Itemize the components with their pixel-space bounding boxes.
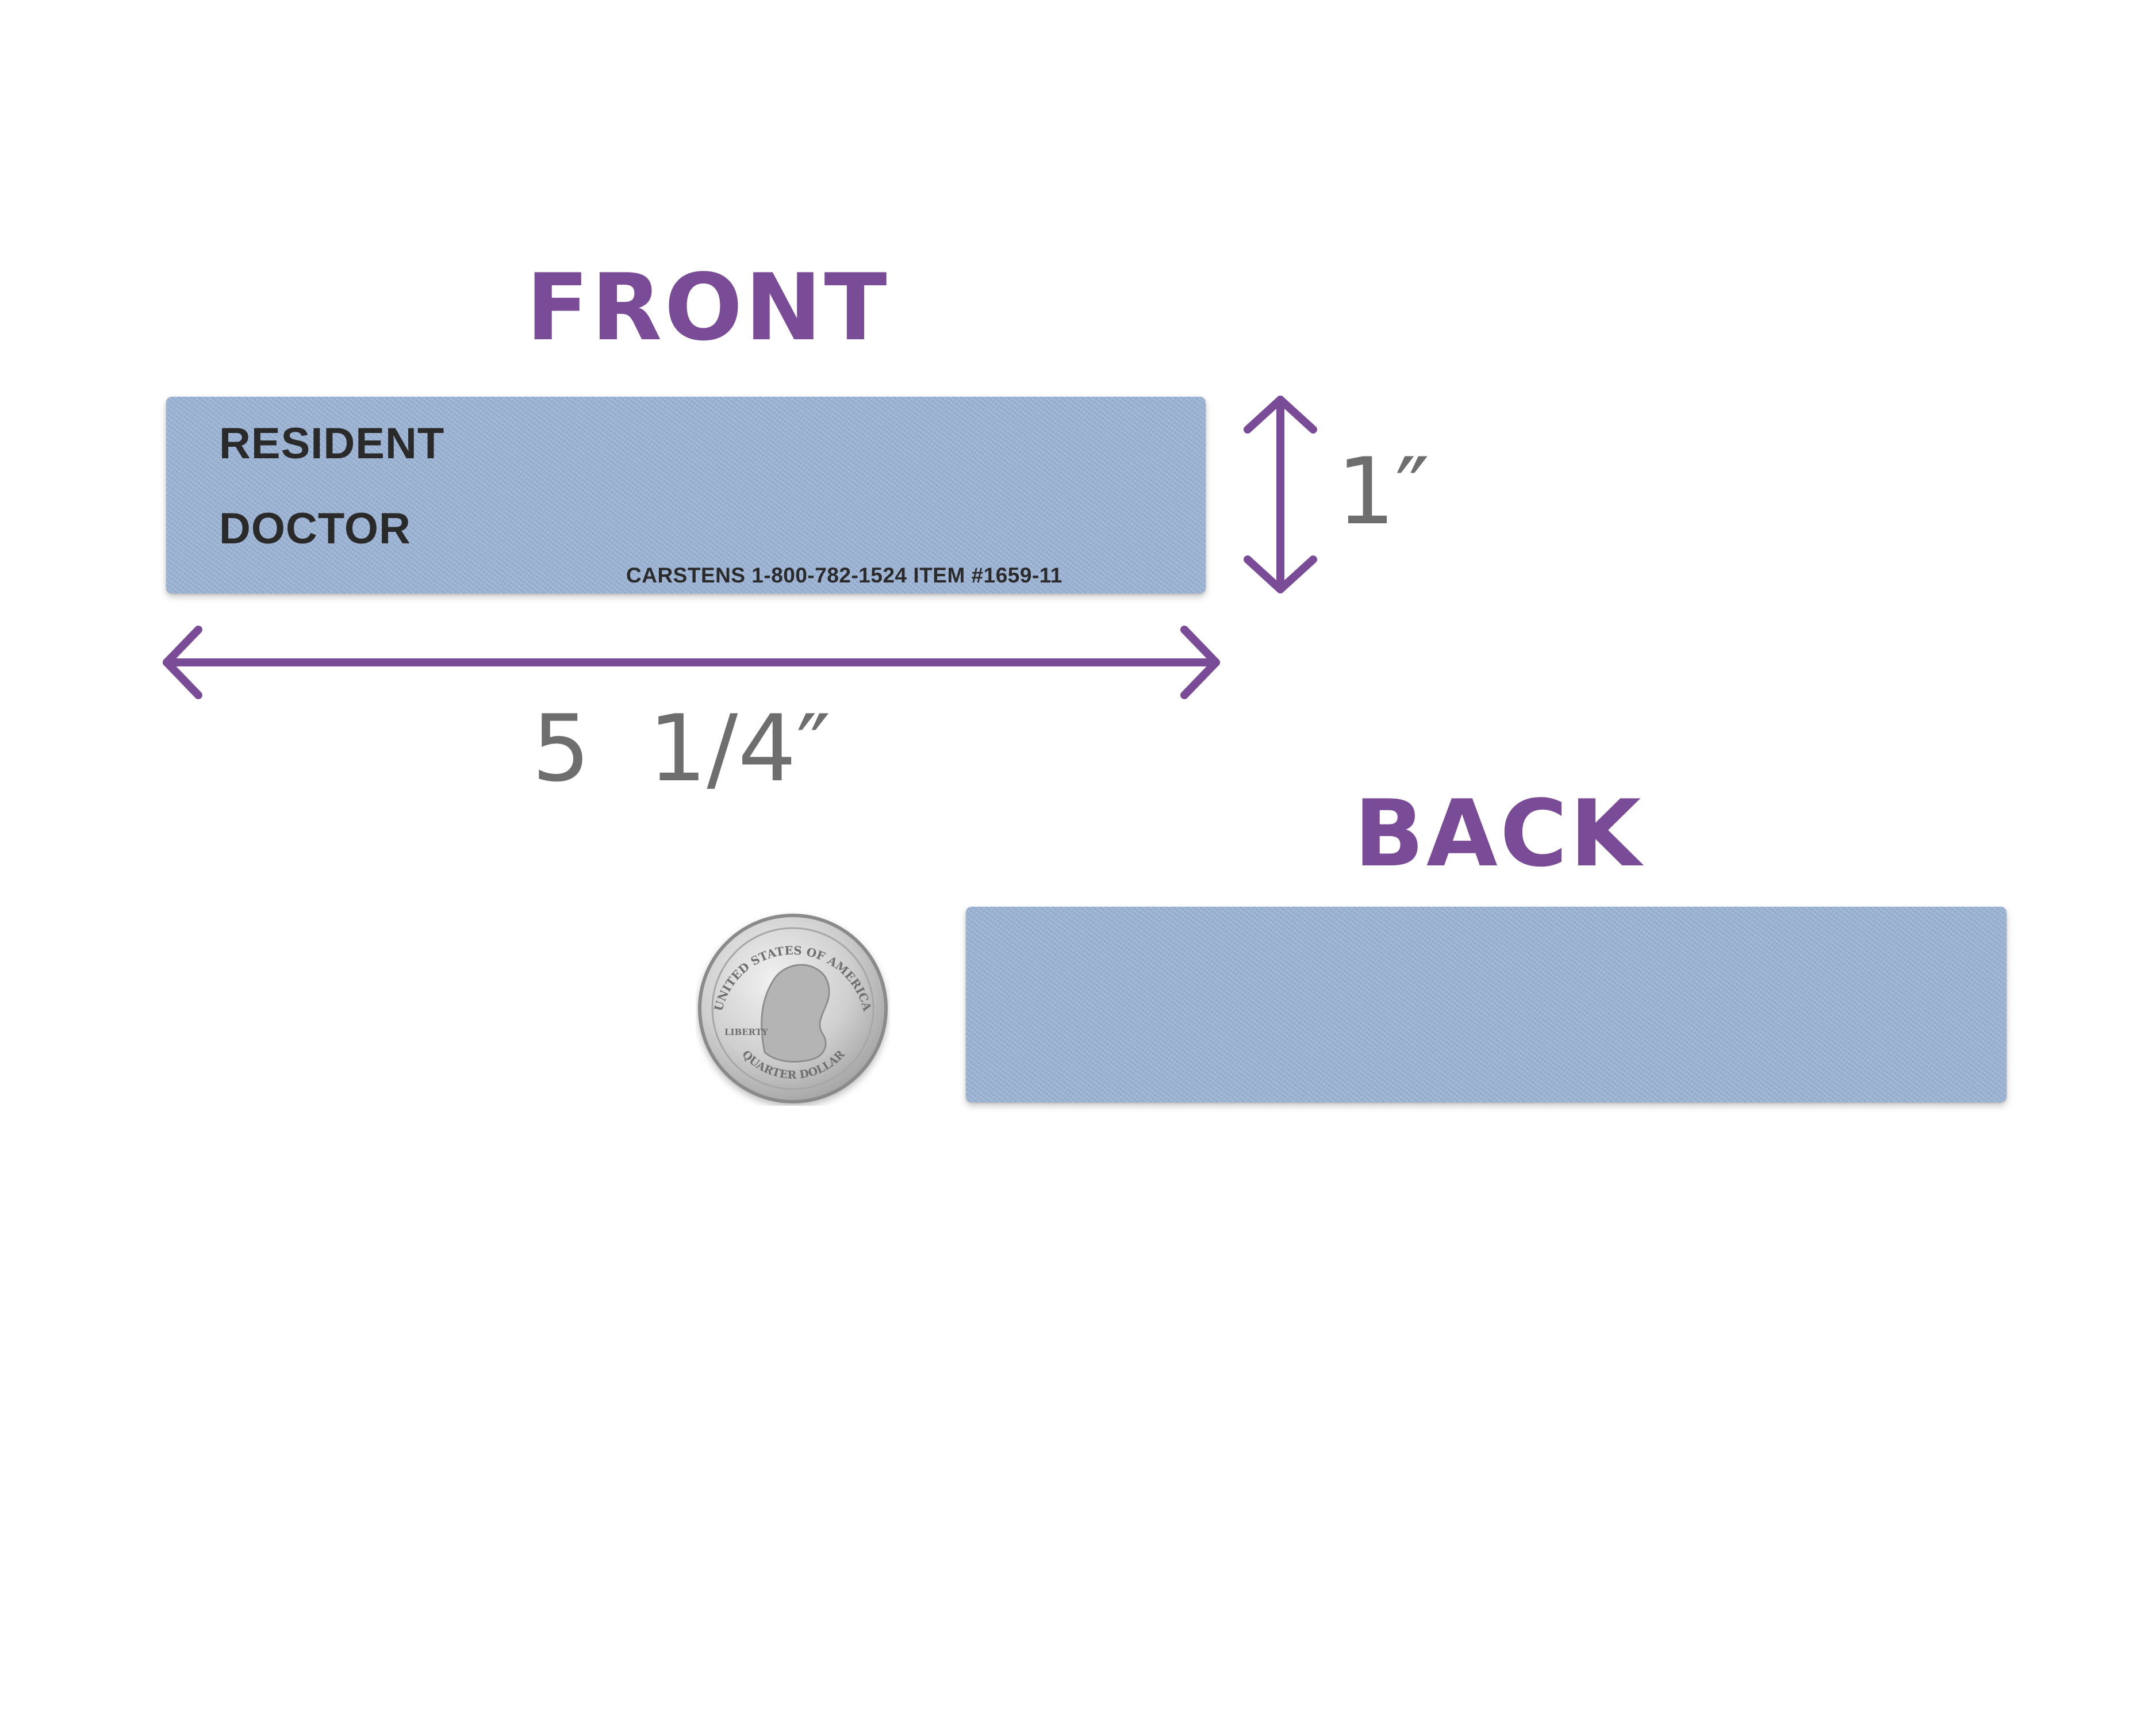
front-heading: FRONT bbox=[526, 254, 889, 361]
quarter-coin-icon: UNITED STATES OF AMERICA LIBERTY QUARTER… bbox=[698, 914, 888, 1103]
height-arrow-icon bbox=[1244, 396, 1317, 593]
width-arrow-icon bbox=[163, 626, 1220, 699]
back-heading: BACK bbox=[1354, 780, 1644, 887]
manufacturer-imprint: CARSTENS 1-800-782-1524 ITEM #1659-11 bbox=[626, 564, 1062, 587]
height-dimension-label: 1″ bbox=[1337, 438, 1430, 545]
coin-liberty-text: LIBERTY bbox=[724, 1027, 768, 1037]
back-badge-card bbox=[966, 907, 2007, 1102]
badge-line-resident: RESIDENT bbox=[219, 419, 445, 468]
width-dimension-label: 5 1/4″ bbox=[532, 695, 831, 802]
front-badge-card: RESIDENT DOCTOR CARSTENS 1-800-782-1524 … bbox=[166, 397, 1206, 593]
badge-line-doctor: DOCTOR bbox=[219, 504, 411, 553]
